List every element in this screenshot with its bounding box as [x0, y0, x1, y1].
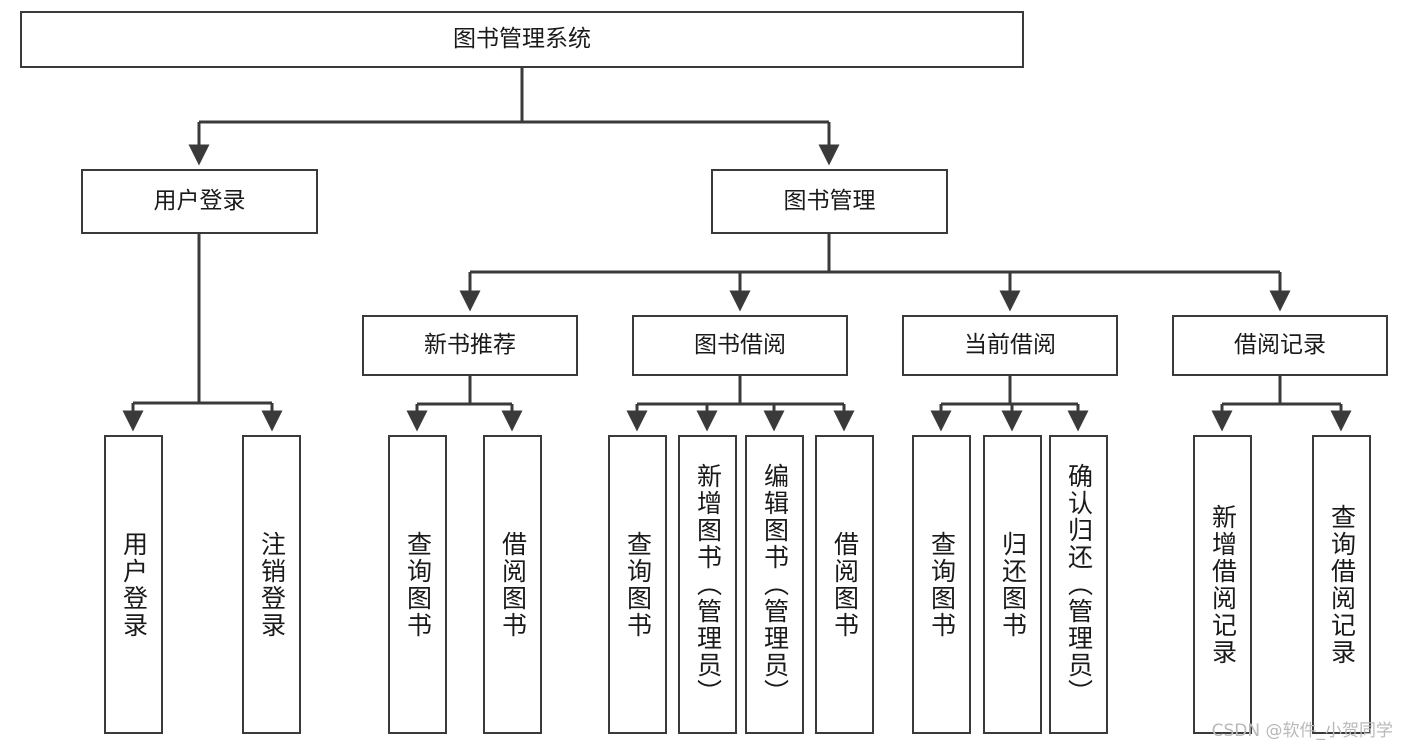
leaf-add-book-admin-label: 新增图书（管理员）: [693, 463, 723, 706]
leaf-borrow-book-rec[interactable]: 借阅图书: [483, 435, 542, 734]
node-root-label: 图书管理系统: [453, 25, 591, 52]
node-borrow-record[interactable]: 借阅记录: [1172, 315, 1388, 376]
leaf-query-book-rec[interactable]: 查询图书: [388, 435, 447, 734]
node-book-borrow-label: 图书借阅: [694, 331, 786, 358]
leaf-logout[interactable]: 注销登录: [242, 435, 301, 734]
leaf-return-book-label: 归还图书: [998, 530, 1028, 639]
leaf-query-book-borrow[interactable]: 查询图书: [608, 435, 667, 734]
leaf-user-login[interactable]: 用户登录: [104, 435, 163, 734]
leaf-query-borrow-record-label: 查询借阅记录: [1327, 503, 1357, 666]
leaf-confirm-return-admin-label: 确认归还（管理员）: [1064, 463, 1094, 706]
leaf-add-borrow-record-label: 新增借阅记录: [1208, 503, 1238, 666]
leaf-query-book-current[interactable]: 查询图书: [912, 435, 971, 734]
node-book-borrow[interactable]: 图书借阅: [632, 315, 848, 376]
leaf-add-borrow-record[interactable]: 新增借阅记录: [1193, 435, 1252, 734]
leaf-query-book-rec-label: 查询图书: [403, 530, 433, 639]
watermark-text: CSDN @软件_小贺同学: [1211, 721, 1393, 741]
leaf-logout-label: 注销登录: [257, 530, 287, 639]
leaf-borrow-book[interactable]: 借阅图书: [815, 435, 874, 734]
node-root[interactable]: 图书管理系统: [20, 11, 1024, 68]
node-current-borrow-label: 当前借阅: [964, 331, 1056, 358]
leaf-query-borrow-record[interactable]: 查询借阅记录: [1312, 435, 1371, 734]
node-book-manage[interactable]: 图书管理: [711, 169, 948, 234]
leaf-add-book-admin[interactable]: 新增图书（管理员）: [678, 435, 737, 734]
leaf-confirm-return-admin[interactable]: 确认归还（管理员）: [1049, 435, 1108, 734]
leaf-edit-book-admin-label: 编辑图书（管理员）: [760, 463, 790, 706]
leaf-user-login-label: 用户登录: [119, 530, 149, 639]
node-new-book-recommend[interactable]: 新书推荐: [362, 315, 578, 376]
leaf-return-book[interactable]: 归还图书: [983, 435, 1042, 734]
node-borrow-record-label: 借阅记录: [1234, 331, 1326, 358]
node-current-borrow[interactable]: 当前借阅: [902, 315, 1118, 376]
leaf-edit-book-admin[interactable]: 编辑图书（管理员）: [745, 435, 804, 734]
node-user-login-label: 用户登录: [153, 187, 246, 214]
leaf-borrow-book-rec-label: 借阅图书: [498, 530, 528, 639]
leaf-query-book-current-label: 查询图书: [927, 530, 957, 639]
leaf-query-book-borrow-label: 查询图书: [623, 530, 653, 639]
node-book-manage-label: 图书管理: [783, 187, 876, 214]
leaf-borrow-book-label: 借阅图书: [830, 530, 860, 639]
node-user-login[interactable]: 用户登录: [81, 169, 318, 234]
node-new-book-recommend-label: 新书推荐: [424, 331, 516, 358]
